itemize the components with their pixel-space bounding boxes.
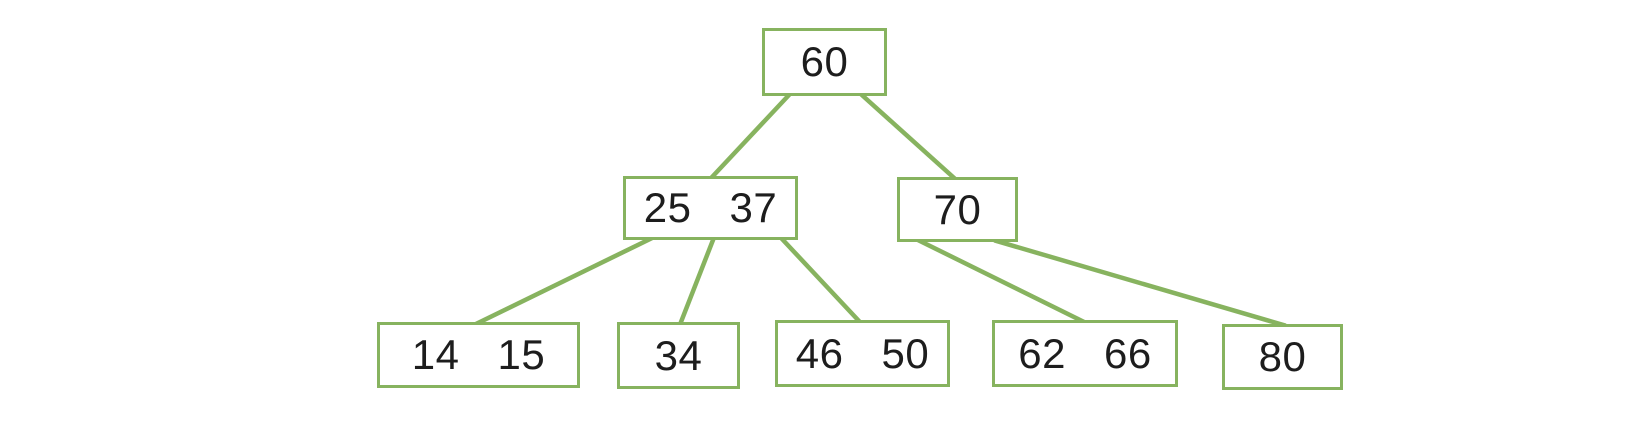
tree-node-62-66: 62 66 xyxy=(992,320,1178,387)
tree-edge-node-60-node-70 xyxy=(857,90,959,183)
node-key: 80 xyxy=(1258,333,1307,380)
node-key: 60 xyxy=(800,38,849,85)
node-key: 46 xyxy=(795,329,844,377)
node-key: 34 xyxy=(654,331,703,379)
node-key: 70 xyxy=(933,185,982,233)
node-key: 62 xyxy=(1018,329,1066,377)
tree-edge-node-60-node-25-37 xyxy=(707,90,794,182)
tree-node-46-50: 46 50 xyxy=(775,320,950,387)
tree-edge-node-70-node-62-66 xyxy=(915,237,1087,325)
node-key: 37 xyxy=(729,184,778,231)
node-key: 14 xyxy=(411,331,460,378)
tree-node-80: 80 xyxy=(1222,324,1343,390)
node-key: 50 xyxy=(881,329,930,377)
node-key: 66 xyxy=(1104,329,1152,377)
node-key: 15 xyxy=(497,331,546,378)
tree-node-70: 70 xyxy=(897,177,1018,242)
tree-node-25-37: 25 37 xyxy=(623,176,798,240)
tree-edge-node-25-37-node-14-15 xyxy=(473,235,655,327)
tree-node-14-15: 14 15 xyxy=(377,322,580,388)
tree-edge-node-25-37-node-34 xyxy=(676,233,718,329)
tree-edge-node-25-37-node-46-50 xyxy=(777,234,864,326)
node-key: 25 xyxy=(643,184,692,231)
tree-node-34: 34 xyxy=(617,322,740,389)
tree-edge-node-70-node-80 xyxy=(993,238,1287,328)
tree-node-60: 60 xyxy=(762,28,887,96)
